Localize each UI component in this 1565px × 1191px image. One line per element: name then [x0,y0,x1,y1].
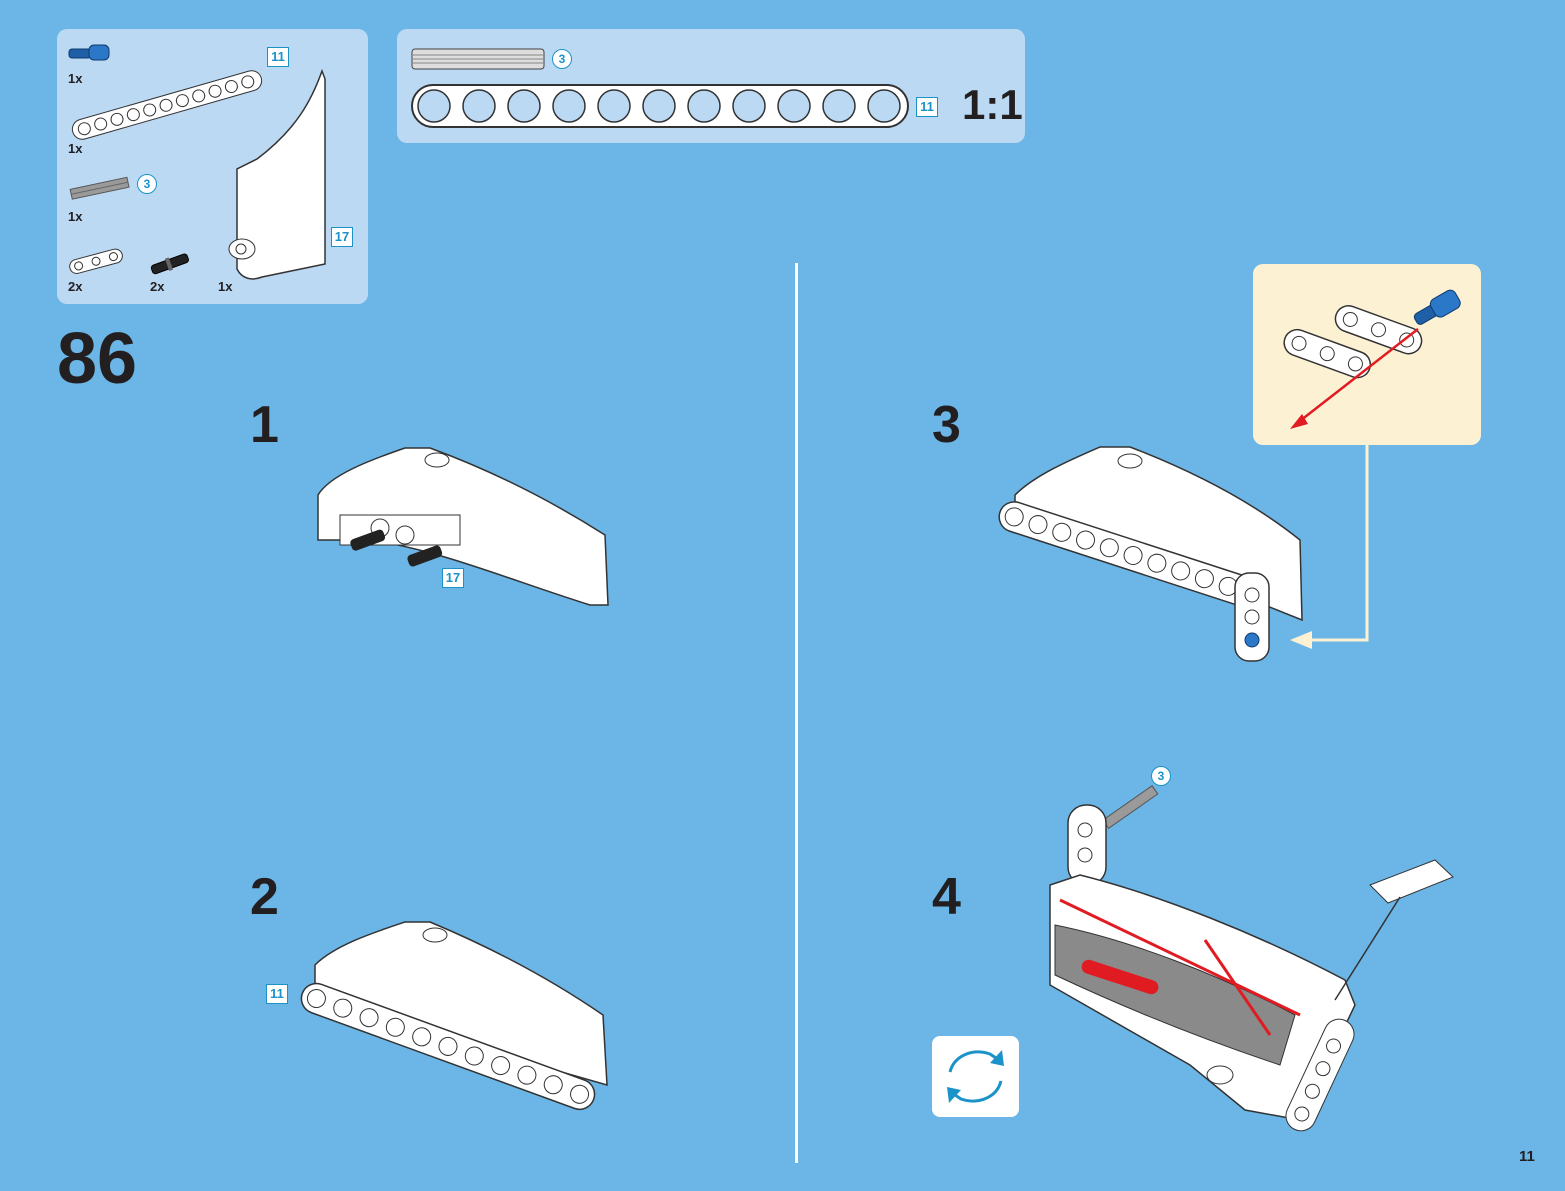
step-4-assembly [1049,785,1454,1132]
beam-11-scale-icon [411,84,909,128]
step-4-callout: 3 [1151,766,1171,786]
callout-liftarms [1283,289,1461,429]
scale-label: 1:1 [962,81,1023,128]
black-pin-qty: 2x [150,279,165,294]
substep-2-number: 2 [250,868,279,926]
axle-3-qty: 1x [68,209,83,224]
beam-11-length: 11 [267,47,289,67]
scale-axle-length: 3 [552,49,572,69]
blue-pin-icon [68,44,110,61]
panel-17-length: 17 [331,227,353,247]
main-step-number: 86 [57,319,138,399]
thin-liftarm-qty: 2x [68,279,83,294]
black-pin-icon [150,253,189,275]
step-2-assembly [300,921,608,1111]
axle-3-scale-icon [411,48,545,70]
beam-11-qty: 1x [68,141,83,156]
rotate-model-icon [932,1036,1019,1117]
step-2-callout: 11 [266,984,288,1004]
axle-3-length: 3 [137,174,157,194]
thin-liftarm-icon [69,248,123,274]
beam-11-icon [71,70,263,140]
substep-4-number: 4 [932,868,961,926]
axle-3-icon [69,176,130,200]
blue-pin-qty: 1x [68,71,83,86]
parts-list-panel: 1x 11 1x 3 1x 2x 2x [57,29,368,304]
callout-arrow [1290,445,1369,649]
step-1-assembly [317,447,609,606]
step-3-assembly [998,446,1303,662]
substep-1-number: 1 [250,396,279,454]
scale-panel: 3 11 1:1 [397,29,1025,143]
panel-17-qty: 1x [218,279,233,294]
column-divider [795,263,798,1163]
step-3-callout-box [1253,264,1481,445]
substep-3-number: 3 [932,396,961,454]
scale-beam-length: 11 [916,97,938,117]
step-1-callout: 17 [442,568,464,588]
page-number: 11 [1519,1148,1535,1165]
panel-17-icon [228,68,326,280]
